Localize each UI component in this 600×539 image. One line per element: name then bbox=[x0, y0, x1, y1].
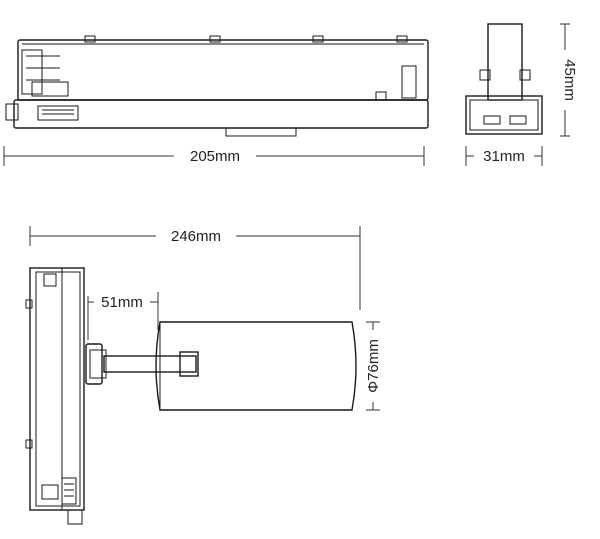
dim-31-label: 31mm bbox=[483, 148, 525, 165]
dimension-side-length: 246mm bbox=[29, 226, 361, 310]
dim-51-label: 51mm bbox=[101, 294, 143, 311]
dim-45-label: 45mm bbox=[561, 59, 578, 101]
dimension-head-diameter: Φ76mm bbox=[365, 321, 382, 411]
fixture-arm bbox=[85, 343, 199, 385]
adapter-side-view bbox=[25, 267, 85, 525]
dim-205-label: 205mm bbox=[190, 148, 240, 165]
dim-246-label: 246mm bbox=[171, 228, 221, 245]
adapter-top-view bbox=[5, 35, 429, 137]
adapter-end-view bbox=[465, 23, 543, 135]
dimension-arm-offset: 51mm bbox=[87, 292, 159, 340]
dimension-end-width: 31mm bbox=[465, 146, 543, 166]
dimension-end-height: 45mm bbox=[560, 23, 578, 137]
dimension-top-length: 205mm bbox=[3, 146, 425, 166]
lamp-head bbox=[155, 321, 357, 411]
dim-76-label: Φ76mm bbox=[365, 339, 382, 393]
